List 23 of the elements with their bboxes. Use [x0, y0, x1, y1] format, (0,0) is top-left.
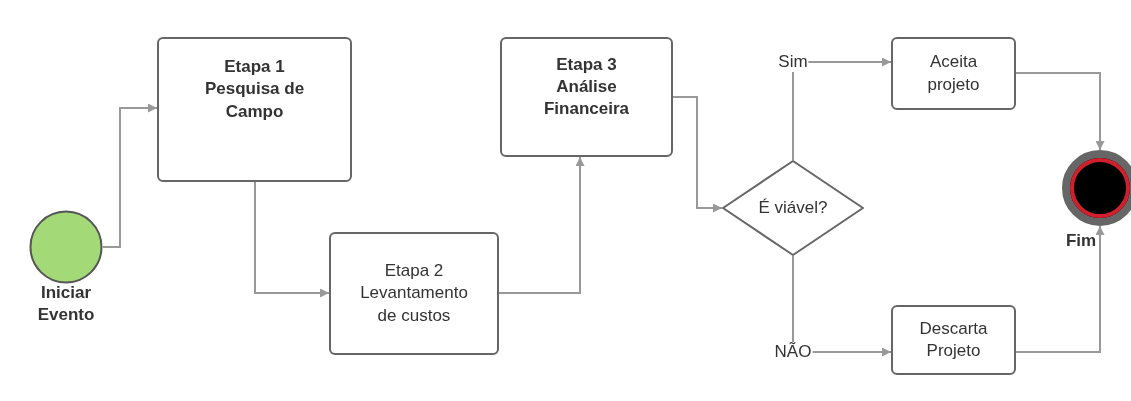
arrow: [254, 181, 330, 298]
process-box: [500, 37, 673, 157]
node-label: Etapa 2 Levantamento de custos: [359, 260, 469, 327]
step-title: Etapa 3 Análise Financeira: [542, 53, 630, 121]
arrow: [498, 156, 585, 294]
node-label: Aceita projeto: [926, 51, 981, 96]
node-label: Descarta Projeto: [918, 317, 989, 362]
process-box: [329, 232, 499, 355]
arrow: [102, 103, 158, 248]
event-label: Iniciar Evento: [36, 282, 96, 327]
arrow: [1015, 225, 1105, 353]
edge-label: Sim: [777, 52, 809, 72]
process-box: [891, 305, 1016, 375]
event-label: Fim: [1064, 230, 1098, 252]
process-box: [891, 37, 1016, 110]
node-label: É viável?: [757, 196, 829, 219]
arrow: [1015, 72, 1105, 151]
process-box: [157, 37, 352, 182]
arrow: [672, 96, 723, 213]
arrow: [792, 57, 892, 161]
start-event-circle: [29, 210, 103, 284]
decision-diamond: [722, 160, 864, 256]
step-title: Etapa 1 Pesquisa de Campo: [203, 56, 306, 123]
